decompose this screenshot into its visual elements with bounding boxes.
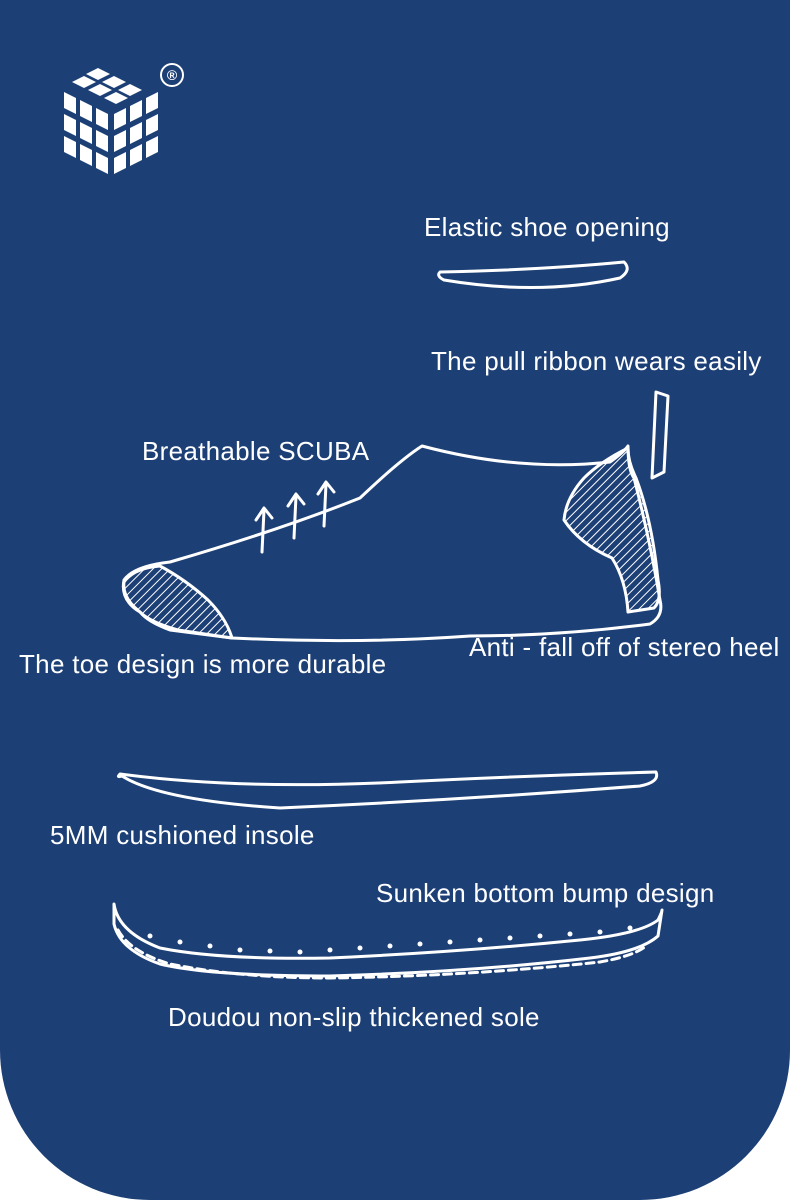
breathable-arrows <box>254 480 336 554</box>
heel-counter <box>562 446 661 614</box>
toe-cap <box>122 564 234 640</box>
label-breathable: Breathable SCUBA <box>142 436 370 466</box>
outsole-tread <box>116 928 648 980</box>
label-sunken-bump: Sunken bottom bump design <box>376 878 715 908</box>
cube-logo-icon <box>64 68 158 174</box>
pull-ribbon-strip <box>650 390 670 480</box>
sole-bumps <box>147 925 633 955</box>
label-insole: 5MM cushioned insole <box>50 820 315 850</box>
label-anti-fall: Anti - fall off of stereo heel <box>469 632 780 662</box>
label-pull-ribbon: The pull ribbon wears easily <box>431 346 762 376</box>
elastic-opening-band <box>437 260 629 289</box>
label-sole: Doudou non-slip thickened sole <box>168 1002 540 1032</box>
label-toe-design: The toe design is more durable <box>19 649 387 679</box>
registered-mark: ® <box>160 63 184 87</box>
insole-outline <box>116 770 659 810</box>
label-elastic-opening: Elastic shoe opening <box>424 212 670 242</box>
